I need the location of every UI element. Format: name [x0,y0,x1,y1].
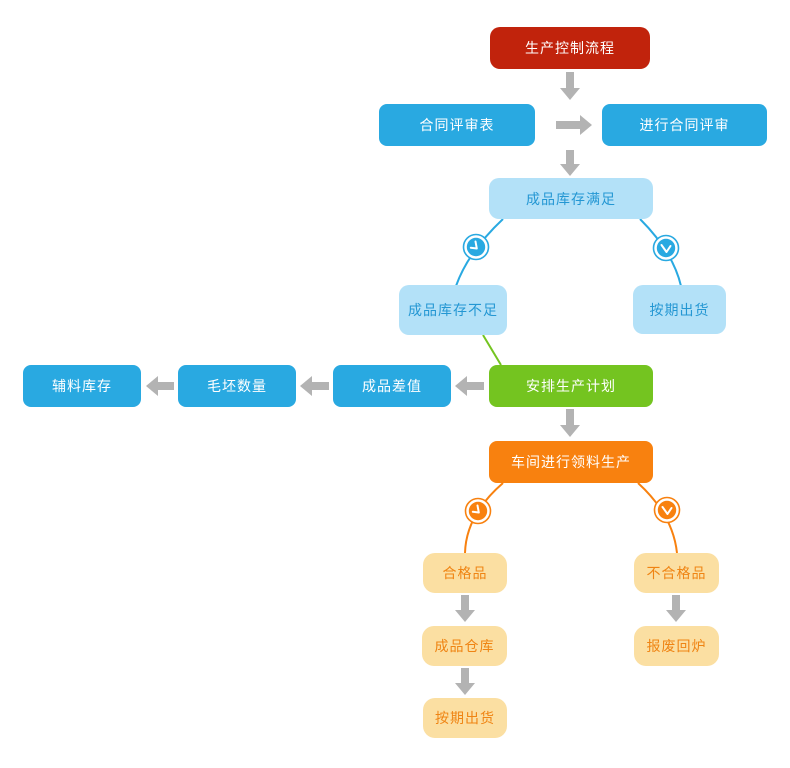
node-finished-stock-insufficient: 成品库存不足 [399,285,507,335]
clock-icon [652,234,680,262]
node-qualified-products: 合格品 [423,553,507,593]
flow-arrow-down-icon [666,595,686,622]
node-arrange-production-plan: 安排生产计划 [489,365,653,407]
node-unqualified-products: 不合格品 [634,553,719,593]
node-auxiliary-material-stock: 辅料库存 [23,365,141,407]
flow-arrow-down-icon [455,595,475,622]
node-conduct-contract-review: 进行合同评审 [602,104,767,146]
node-production-control-process: 生产控制流程 [490,27,650,69]
node-ship-on-schedule-lower: 按期出货 [423,698,507,738]
node-finished-product-difference: 成品差值 [333,365,451,407]
clock-icon [464,497,492,525]
flow-arrow-left-icon [455,376,484,396]
node-blank-quantity: 毛坯数量 [178,365,296,407]
node-workshop-material-production: 车间进行领料生产 [489,441,653,483]
flow-arrow-right-icon [556,115,592,135]
node-finished-goods-warehouse: 成品仓库 [422,626,507,666]
flow-arrow-left-icon [300,376,329,396]
node-ship-on-schedule-upper: 按期出货 [633,285,726,334]
node-scrap-remelt: 报废回炉 [634,626,719,666]
node-finished-stock-sufficient: 成品库存满足 [489,178,653,219]
node-contract-review-form: 合同评审表 [379,104,535,146]
flow-arrow-down-icon [560,409,580,437]
flow-arrow-down-icon [560,150,580,176]
clock-icon [653,496,681,524]
clock-icon [462,233,490,261]
flow-arrow-down-icon [455,668,475,695]
connector-line [482,334,502,366]
flow-arrow-down-icon [560,72,580,100]
flow-arrow-left-icon [146,376,174,396]
